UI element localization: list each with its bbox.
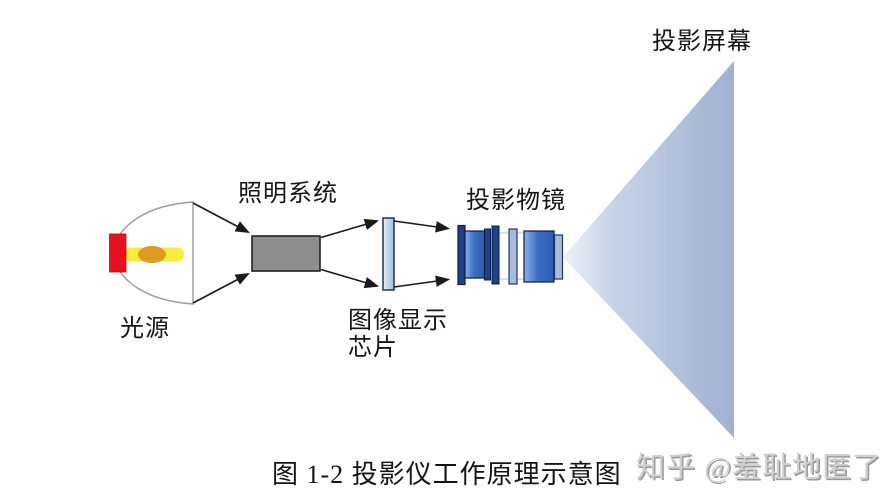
illumination-system-box — [251, 235, 321, 272]
lamp-electrode — [109, 233, 127, 273]
lamp-filament — [138, 246, 166, 263]
lens-cylinder-2 — [523, 230, 555, 283]
display-chip-label-line1: 图像显示 — [348, 308, 448, 334]
lens-dark-stripe — [484, 228, 491, 281]
display-chip-label: 图像显示 芯片 — [348, 308, 448, 362]
lens-flange — [457, 224, 466, 286]
projection-screen-label: 投影屏幕 — [652, 29, 752, 55]
ray-lamp-bottom — [192, 272, 250, 304]
display-chip — [382, 217, 395, 291]
display-chip-label-line2: 芯片 — [348, 335, 398, 361]
ray-illumination-bottom — [320, 268, 380, 289]
ray-chip-bottom — [393, 275, 451, 288]
lens-light-ring-2 — [553, 234, 564, 280]
projection-lens-label: 投影物镜 — [466, 188, 566, 214]
lens-dark-ring — [491, 225, 500, 285]
projection-lens-assembly — [457, 224, 564, 286]
ray-chip-top — [393, 220, 451, 233]
light-cone — [563, 61, 734, 438]
ray-lamp-top — [192, 202, 250, 234]
lens-light-ring-1 — [508, 228, 518, 285]
illumination-system-label: 照明系统 — [238, 181, 338, 207]
ray-illumination-top — [320, 218, 380, 239]
lens-cylinder-1 — [464, 230, 486, 279]
light-source-label: 光源 — [120, 316, 170, 342]
figure-caption: 图 1-2 投影仪工作原理示意图 — [272, 460, 622, 489]
zhihu-watermark: 知乎 @羞耻地匿了 — [636, 452, 881, 484]
